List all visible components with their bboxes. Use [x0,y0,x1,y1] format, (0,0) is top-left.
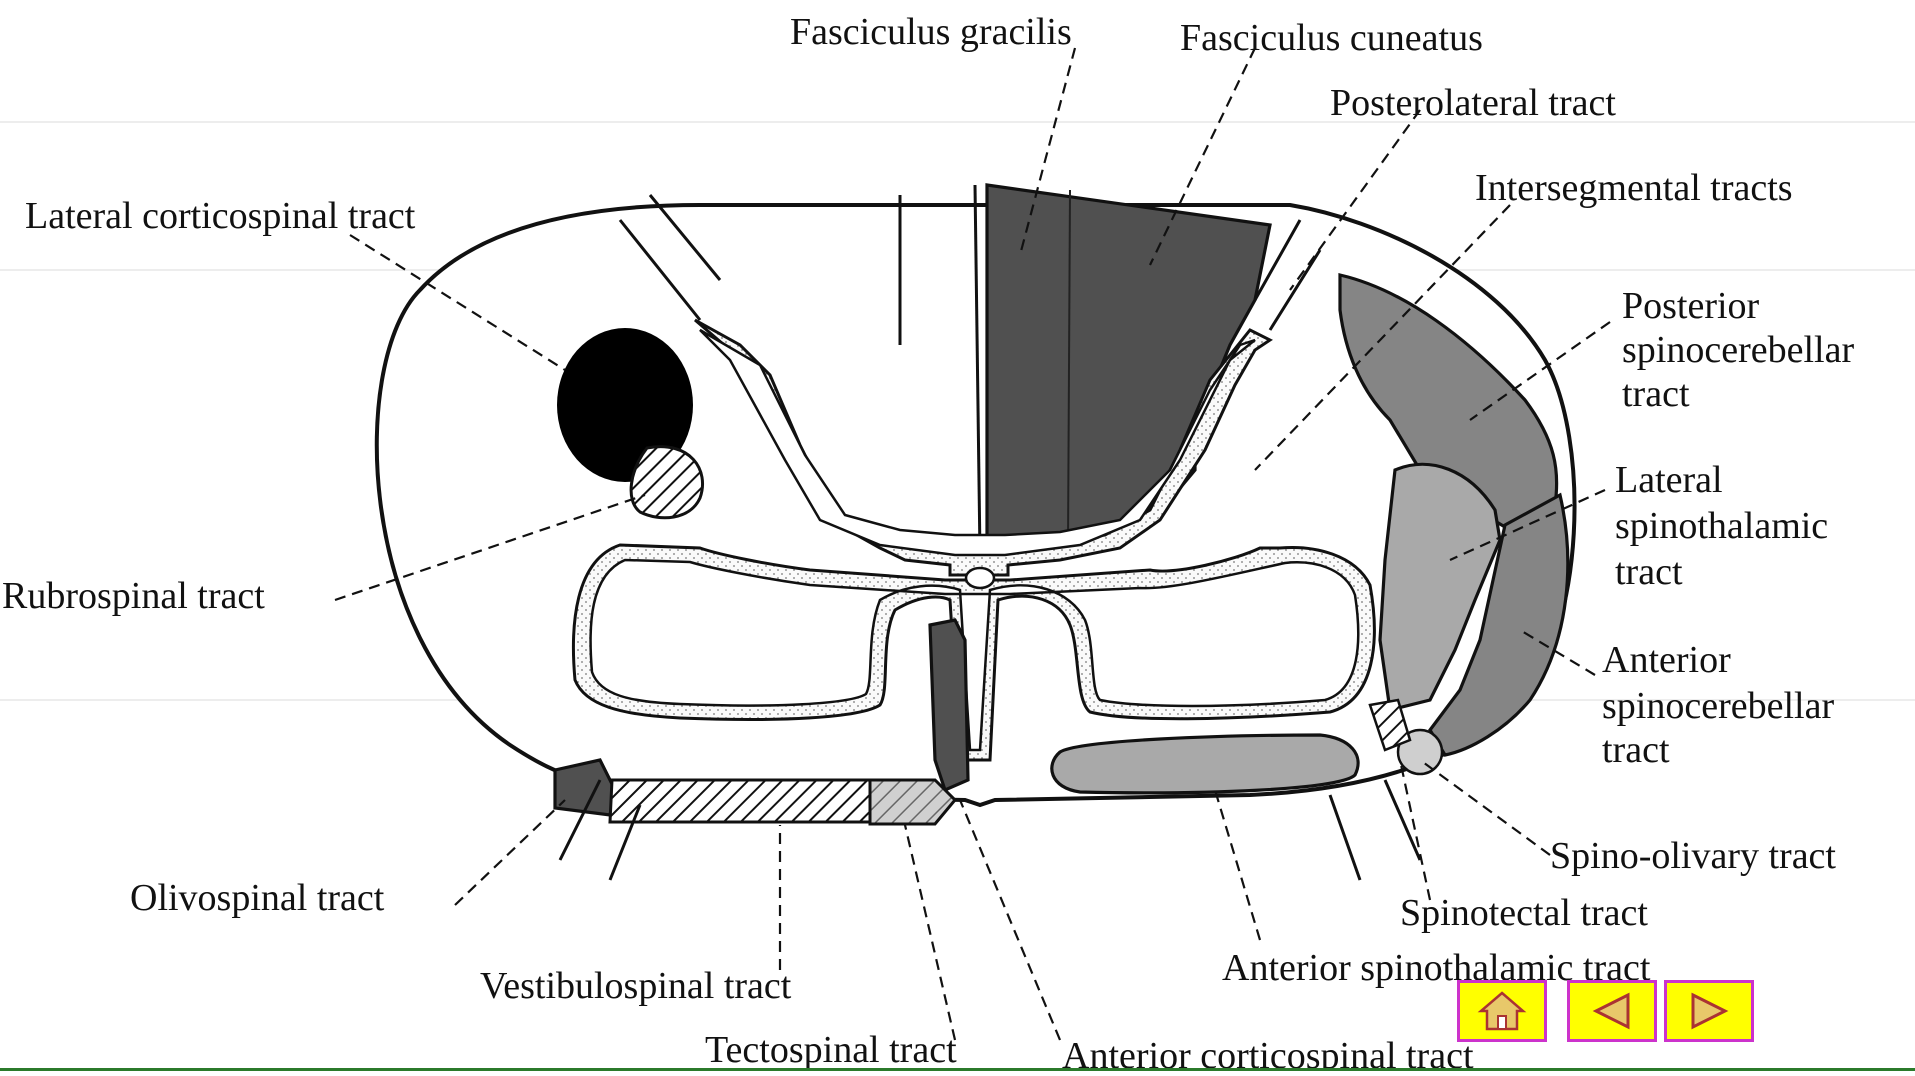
label-posterior-spinocerebellar-2: spinocerebellar [1622,329,1854,371]
label-posterior-spinocerebellar-3: tract [1622,373,1690,415]
label-lateral-spinothalamic-3: tract [1615,551,1683,593]
label-posterior-spinocerebellar-1: Posterior [1622,285,1760,327]
ventral-roots-right [1330,780,1420,880]
label-intersegmental-tracts: Intersegmental tracts [1475,167,1793,209]
tectospinal-region [870,780,955,824]
label-anterior-spinocerebellar-2: spinocerebellar [1602,685,1834,727]
label-anterior-corticospinal-tract: Anterior corticospinal tract [1062,1035,1474,1071]
previous-button[interactable] [1567,980,1657,1042]
triangle-left-icon [1590,991,1634,1031]
label-tectospinal-tract: Tectospinal tract [705,1029,957,1071]
label-anterior-spinocerebellar-1: Anterior [1602,639,1731,681]
vestibulospinal-region [610,780,870,822]
label-posterolateral-tract: Posterolateral tract [1330,82,1616,124]
label-spino-olivary-tract: Spino-olivary tract [1550,835,1836,877]
label-lateral-spinothalamic-1: Lateral [1615,459,1723,501]
label-lateral-corticospinal-tract: Lateral corticospinal tract [25,195,416,237]
next-button[interactable] [1664,980,1754,1042]
home-icon [1477,989,1527,1033]
label-rubrospinal-tract: Rubrospinal tract [2,575,265,617]
central-canal [966,568,994,588]
triangle-right-icon [1687,991,1731,1031]
label-lateral-spinothalamic-2: spinothalamic [1615,505,1828,547]
anterior-spinothalamic-region [1052,735,1358,793]
label-anterior-spinocerebellar-3: tract [1602,729,1670,771]
home-button[interactable] [1457,980,1547,1042]
rubrospinal-region [631,447,702,518]
label-olivospinal-tract: Olivospinal tract [130,877,385,919]
anterior-corticospinal-region [930,620,968,790]
label-vestibulospinal-tract: Vestibulospinal tract [480,965,792,1007]
label-fasciculus-gracilis: Fasciculus gracilis [790,11,1072,53]
label-spinotectal-tract: Spinotectal tract [1400,892,1648,934]
label-fasciculus-cuneatus: Fasciculus cuneatus [1180,17,1483,59]
